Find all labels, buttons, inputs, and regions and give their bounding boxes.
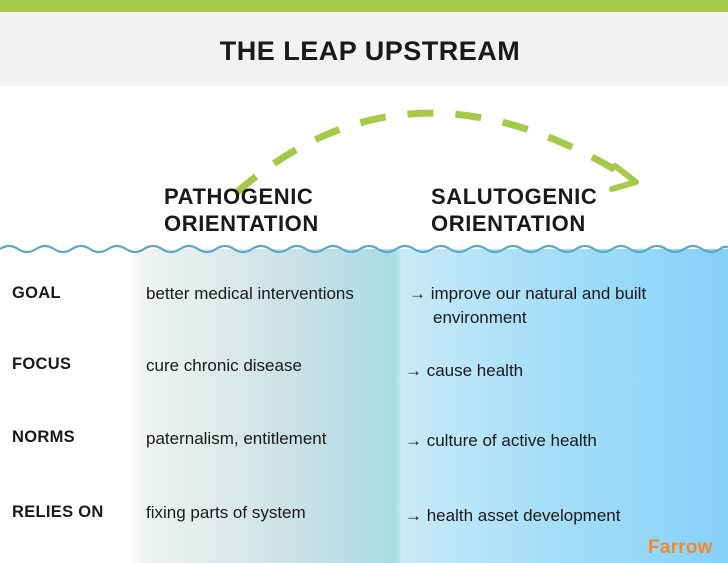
norms-pathogenic: paternalism, entitlement	[146, 429, 327, 448]
norms-salutogenic: → culture of active health	[405, 431, 597, 450]
focus-salutogenic: → cause health	[405, 361, 524, 380]
row-label-focus: FOCUS	[12, 355, 72, 373]
goal-pathogenic: better medical interventions	[146, 284, 354, 303]
wave-line-icon	[0, 244, 728, 254]
page-title: THE LEAP UPSTREAM	[219, 36, 521, 66]
relies-on-pathogenic: fixing parts of system	[146, 503, 306, 522]
pathogenic-heading: PATHOGENIC ORIENTATION	[164, 183, 319, 237]
row-label-column	[0, 249, 130, 563]
row-label-goal: GOAL	[12, 284, 61, 302]
salutogenic-heading-line1: SALUTOGENIC	[431, 184, 598, 209]
salutogenic-heading: SALUTOGENIC ORIENTATION	[431, 183, 597, 237]
title-band	[0, 12, 728, 86]
pathogenic-heading-line1: PATHOGENIC	[164, 184, 314, 209]
salutogenic-heading-line2: ORIENTATION	[431, 211, 586, 236]
row-label-norms: NORMS	[12, 428, 75, 446]
relies-on-salutogenic: → health asset development	[405, 506, 621, 525]
top-accent-bar	[0, 0, 728, 12]
goal-salutogenic-line1: → improve our natural and built	[409, 284, 647, 303]
row-label-relies-on: RELIES ON	[12, 503, 104, 521]
focus-pathogenic: cure chronic disease	[146, 356, 302, 375]
goal-salutogenic: → improve our natural and built environm…	[409, 282, 646, 330]
goal-salutogenic-line2: environment	[433, 308, 527, 327]
farrow-logo: Farrow	[648, 537, 713, 558]
pathogenic-heading-line2: ORIENTATION	[164, 211, 319, 236]
